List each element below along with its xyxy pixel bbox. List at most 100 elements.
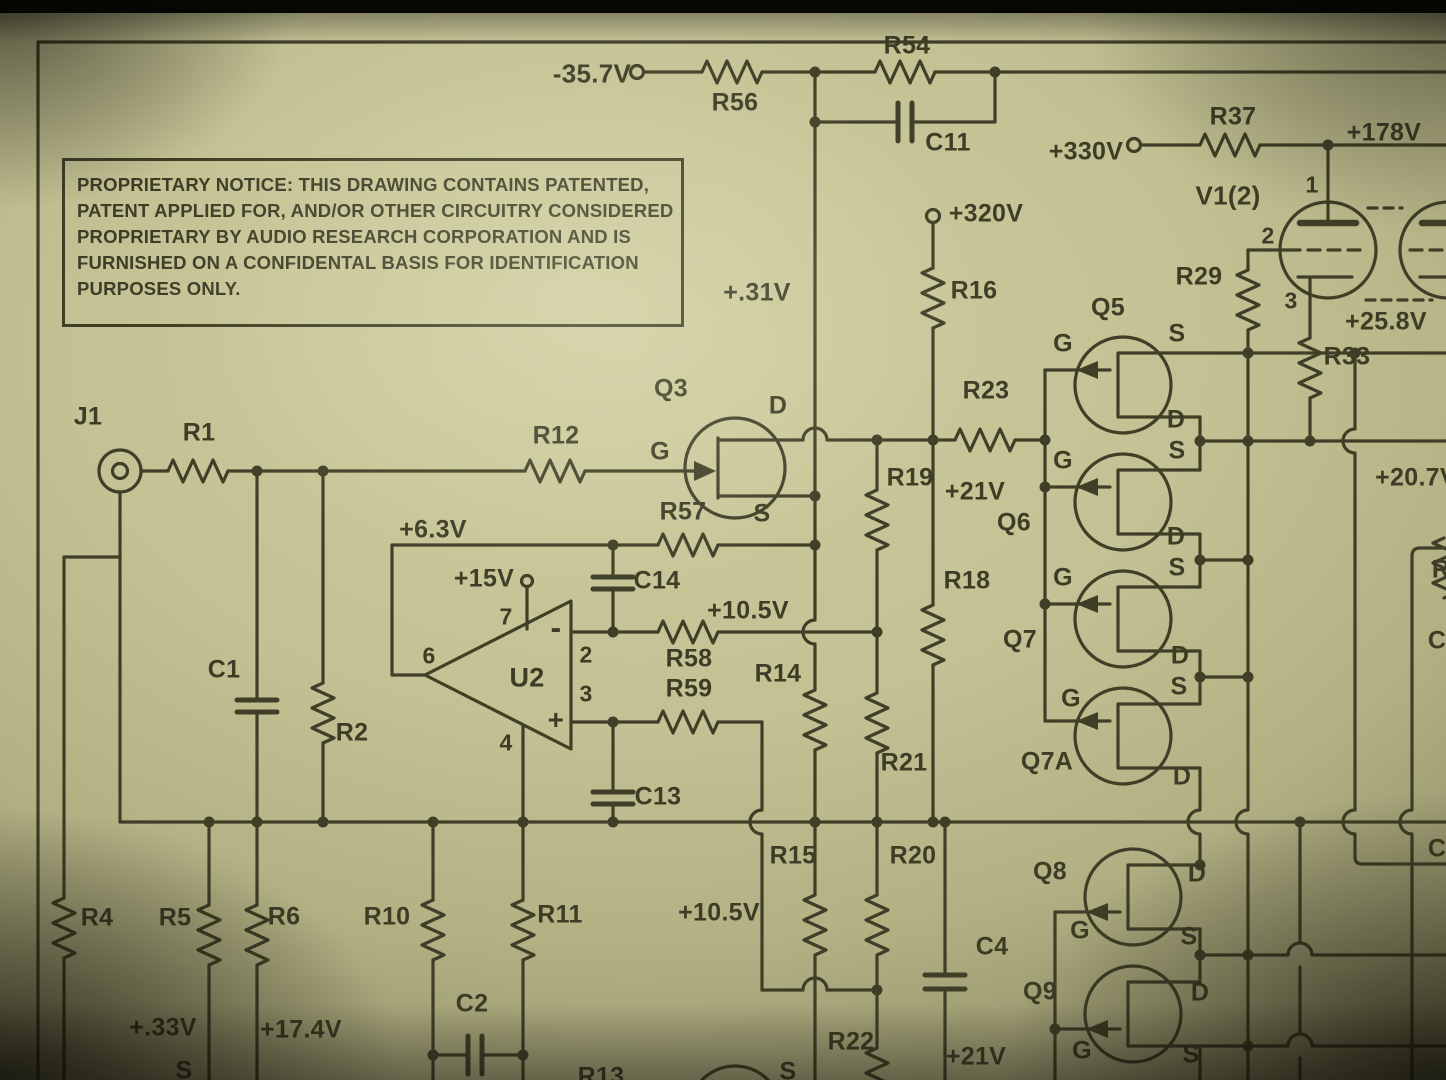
voltage-+10.5V-low: +10.5V — [678, 898, 760, 927]
ref-C1: C1 — [207, 655, 241, 684]
voltage-+320V: +320V — [948, 199, 1024, 228]
opamp-plus: + — [547, 704, 565, 735]
partial-S-mid: S — [779, 1057, 797, 1080]
opamp-pin-4: 4 — [499, 729, 513, 756]
q5-pin-S: S — [1168, 319, 1186, 348]
opamp-pin-7: 7 — [499, 603, 513, 630]
ref-Q3: Q3 — [654, 374, 688, 403]
q7a-pin-S: S — [1170, 672, 1188, 701]
q9-pin-D: D — [1190, 978, 1210, 1007]
ref-R16: R16 — [950, 276, 998, 305]
q7a-pin-G: G — [1061, 684, 1081, 713]
photo-edge-strip — [0, 0, 1446, 13]
voltage-+15V: +15V — [453, 564, 515, 593]
ref-R1: R1 — [182, 418, 216, 447]
ref-R59: R59 — [665, 674, 713, 703]
ref-C2: C2 — [455, 989, 489, 1018]
q3-pin-D: D — [768, 391, 788, 420]
q7-pin-G: G — [1053, 563, 1073, 592]
ref-R58: R58 — [665, 644, 713, 673]
partial-R-right: R — [1431, 555, 1446, 584]
ref-R20: R20 — [889, 841, 937, 870]
q8-pin-S: S — [1180, 922, 1198, 951]
ref-R29: R29 — [1175, 262, 1223, 291]
ref-R54: R54 — [883, 31, 931, 60]
ref-R10: R10 — [363, 902, 411, 931]
partial-R13: R13 — [577, 1062, 625, 1080]
opamp-pin-2: 2 — [579, 641, 593, 668]
voltage-+.31V: +.31V — [723, 278, 791, 307]
ref-R4: R4 — [80, 903, 114, 932]
ref-R33: R33 — [1323, 342, 1371, 371]
ref-R18: R18 — [943, 566, 991, 595]
ref-R37: R37 — [1209, 102, 1257, 131]
ref-Q5: Q5 — [1091, 293, 1125, 322]
ref-R21: R21 — [880, 748, 928, 777]
q7-pin-S: S — [1168, 553, 1186, 582]
q8-pin-G: G — [1070, 916, 1090, 945]
proprietary-notice-box: PROPRIETARY NOTICE: THIS DRAWING CONTAIN… — [62, 158, 684, 327]
ref-Q9: Q9 — [1023, 977, 1057, 1006]
partial-C-right1: C — [1427, 626, 1446, 655]
ref-R19: R19 — [886, 463, 934, 492]
voltage-+178V: +178V — [1346, 118, 1422, 147]
ref-R23: R23 — [962, 376, 1010, 405]
ref-R6: R6 — [267, 902, 301, 931]
ref-C11: C11 — [925, 128, 971, 157]
pin-3: 3 — [1284, 287, 1298, 314]
q6-pin-D: D — [1166, 522, 1186, 551]
voltage-+25.8V: +25.8V — [1345, 307, 1427, 336]
ref-R22: R22 — [827, 1027, 875, 1056]
ref-R5: R5 — [158, 903, 192, 932]
ref-R15: R15 — [769, 841, 817, 870]
notice-line: PATENT APPLIED FOR, AND/OR OTHER CIRCUIT… — [77, 200, 674, 221]
ref-V1-2: V1(2) — [1195, 180, 1261, 211]
ref-C13: C13 — [634, 782, 682, 811]
ref-C14: C14 — [633, 566, 681, 595]
q8-pin-D: D — [1187, 859, 1207, 888]
q5-pin-G: G — [1053, 329, 1073, 358]
q9-pin-S: S — [1182, 1040, 1200, 1069]
ref-Q7: Q7 — [1003, 625, 1037, 654]
ref-Q6: Q6 — [997, 508, 1031, 537]
notice-line: PROPRIETARY NOTICE: THIS DRAWING CONTAIN… — [77, 174, 650, 195]
voltage-+10.5V-mid: +10.5V — [707, 596, 789, 625]
ref-Q8: Q8 — [1033, 857, 1067, 886]
partial-S-left: S — [175, 1056, 193, 1080]
voltage-+20.7V: +20.7V — [1375, 463, 1446, 492]
opamp-minus: - — [550, 609, 562, 646]
ref-R57: R57 — [659, 497, 707, 526]
voltage-+17.4V: +17.4V — [260, 1015, 342, 1044]
q5-pin-D: D — [1166, 405, 1186, 434]
ref-C4: C4 — [975, 932, 1009, 961]
ref-R56: R56 — [711, 88, 759, 117]
voltage-+.33V: +.33V — [129, 1013, 197, 1042]
ref-R2: R2 — [335, 718, 369, 747]
ref-R14: R14 — [754, 659, 802, 688]
q7a-pin-D: D — [1172, 762, 1192, 791]
partial-C-right2: C — [1427, 834, 1446, 863]
ref-U2: U2 — [509, 662, 545, 693]
voltage-+21V-low: +21V — [945, 1042, 1007, 1071]
notice-line: PROPRIETARY BY AUDIO RESEARCH CORPORATIO… — [77, 226, 632, 247]
voltage-+21V-upper: +21V — [944, 477, 1006, 506]
opamp-pin-3: 3 — [579, 680, 593, 707]
notice-line: FURNISHED ON A CONFIDENTAL BASIS FOR IDE… — [77, 252, 639, 273]
notice-line: PURPOSES ONLY. — [77, 278, 241, 299]
pin-2: 2 — [1261, 222, 1275, 249]
ref-R12: R12 — [532, 421, 580, 450]
voltage-+6.3V: +6.3V — [399, 515, 467, 544]
voltage-+330V: +330V — [1048, 137, 1124, 166]
q7-pin-D: D — [1170, 641, 1190, 670]
q6-pin-S: S — [1168, 436, 1186, 465]
ref-Q7A: Q7A — [1020, 747, 1074, 776]
q3-pin-G: G — [650, 437, 670, 466]
ref-J1: J1 — [73, 402, 103, 431]
q9-pin-G: G — [1072, 1036, 1092, 1065]
q6-pin-G: G — [1053, 446, 1073, 475]
ref-R11: R11 — [537, 900, 583, 929]
voltage--35.7V: -35.7V — [552, 58, 632, 89]
pin-1: 1 — [1305, 171, 1319, 198]
opamp-pin-6: 6 — [422, 642, 436, 669]
